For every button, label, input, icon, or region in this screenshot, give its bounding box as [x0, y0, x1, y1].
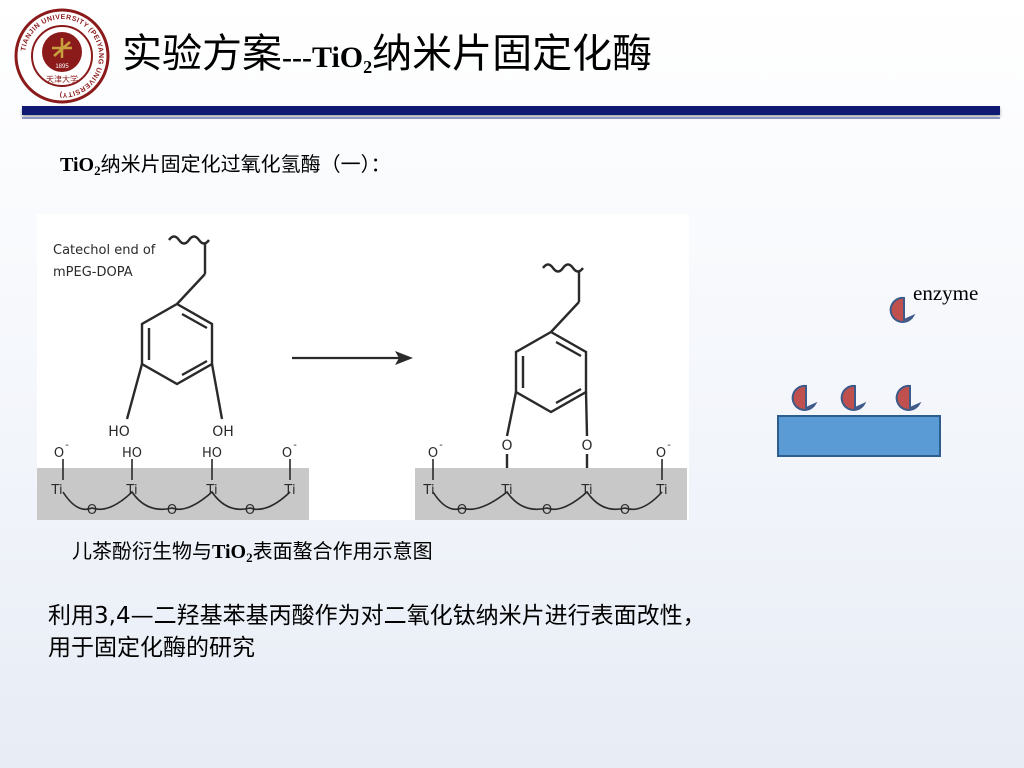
figure-label-line1: Catechol end of	[53, 243, 156, 258]
title-cn: 实验方案	[122, 31, 282, 77]
free-enzyme-icon	[889, 296, 916, 323]
ti-right-3: Ti	[580, 483, 592, 498]
o-minus-2-charge: -	[293, 440, 297, 451]
caption-post: 表面螯合作用示意图	[252, 539, 433, 563]
o-minus-4-charge: -	[667, 440, 671, 451]
body-paragraph: 利用3,4—二羟基苯基丙酸作为对二氧化钛纳米片进行表面改性， 用于固定化酶的研究	[48, 600, 878, 664]
o-minus-1: O	[54, 446, 64, 461]
ti-right-2: Ti	[500, 483, 512, 498]
caption-formula-sub: 2	[246, 550, 253, 565]
ti-left-2: Ti	[125, 483, 137, 498]
ti-left-1: Ti	[50, 483, 62, 498]
bound-enzyme-icon	[895, 384, 922, 411]
tio2-surface-left	[37, 468, 309, 520]
caption-formula: TiO2	[212, 541, 253, 565]
body-line-1: 利用3,4—二羟基苯基丙酸作为对二氧化钛纳米片进行表面改性，	[48, 603, 706, 629]
body-line-2: 用于固定化酶的研究	[48, 635, 255, 661]
tio2-surface-right	[415, 468, 687, 520]
title-formula-sub: 2	[363, 57, 373, 77]
header-rule	[22, 106, 1000, 115]
title-rest: 纳米片固定化酶	[372, 31, 653, 77]
o-bridge-left-2: O	[167, 503, 177, 518]
hydroxyl-label-right: OH	[212, 424, 234, 440]
o-minus-1-charge: -	[65, 440, 69, 451]
seal-year: 1895	[55, 64, 69, 70]
enzyme-label: enzyme	[913, 281, 979, 305]
tio2-support-block	[777, 415, 941, 457]
enzyme-immobilization-diagram	[777, 296, 941, 457]
catechol-free-structure	[125, 235, 224, 420]
o-bridge-left-3: O	[245, 503, 255, 518]
subheading-formula-sub: 2	[94, 163, 101, 178]
figure-label-line2: mPEG-DOPA	[53, 265, 133, 280]
figure-caption: 儿茶酚衍生物与TiO2表面螯合作用示意图	[72, 536, 433, 573]
university-seal-icon: TIANJIN UNIVERSITY (PEIYANG UNIVERSITY) …	[14, 8, 110, 104]
ho-surface-1: HO	[122, 446, 142, 461]
ti-right-1: Ti	[422, 483, 434, 498]
subheading: TiO2纳米片固定化过氧化氢酶（一）：	[60, 150, 391, 185]
ti-left-4: Ti	[283, 483, 295, 498]
subheading-text: 纳米片固定化过氧化氢酶（一）：	[100, 152, 391, 176]
title-formula-base: TiO	[311, 41, 364, 74]
ho-surface-2: HO	[202, 446, 222, 461]
o-bridge-right-3: O	[620, 503, 630, 518]
ti-right-4: Ti	[655, 483, 667, 498]
bound-enzyme-icon	[840, 384, 867, 411]
reaction-arrow	[292, 351, 413, 365]
o-minus-3-charge: -	[439, 440, 443, 451]
o-bridge-right-1: O	[457, 503, 467, 518]
o-bridge-right-2: O	[542, 503, 552, 518]
header-rule-thin	[22, 117, 1000, 119]
o-bridge-left-1: O	[87, 503, 97, 518]
subheading-formula: TiO2	[60, 154, 101, 178]
o-minus-4: O	[656, 446, 666, 461]
caption-formula-base: TiO	[212, 541, 247, 563]
ti-left-3: Ti	[205, 483, 217, 498]
hydroxyl-label-left: HO	[108, 424, 130, 440]
bound-enzyme-icon	[791, 384, 818, 411]
catechol-chelation-figure: Catechol end of mPEG-DOPA HO OH O - HO H…	[37, 214, 689, 520]
bound-oxygen-left: O	[501, 438, 512, 454]
bound-oxygen-right: O	[581, 438, 592, 454]
catechol-bound-structure	[505, 263, 589, 480]
subheading-formula-base: TiO	[60, 154, 95, 176]
caption-pre: 儿茶酚衍生物与	[72, 539, 212, 563]
seal-bottom-text: 天津大学	[46, 74, 78, 84]
o-minus-2: O	[282, 446, 292, 461]
title-dash: ---	[282, 41, 312, 74]
page-title: 实验方案---TiO2纳米片固定化酶	[122, 30, 652, 91]
title-formula: TiO2	[311, 41, 373, 77]
o-minus-3: O	[428, 446, 438, 461]
